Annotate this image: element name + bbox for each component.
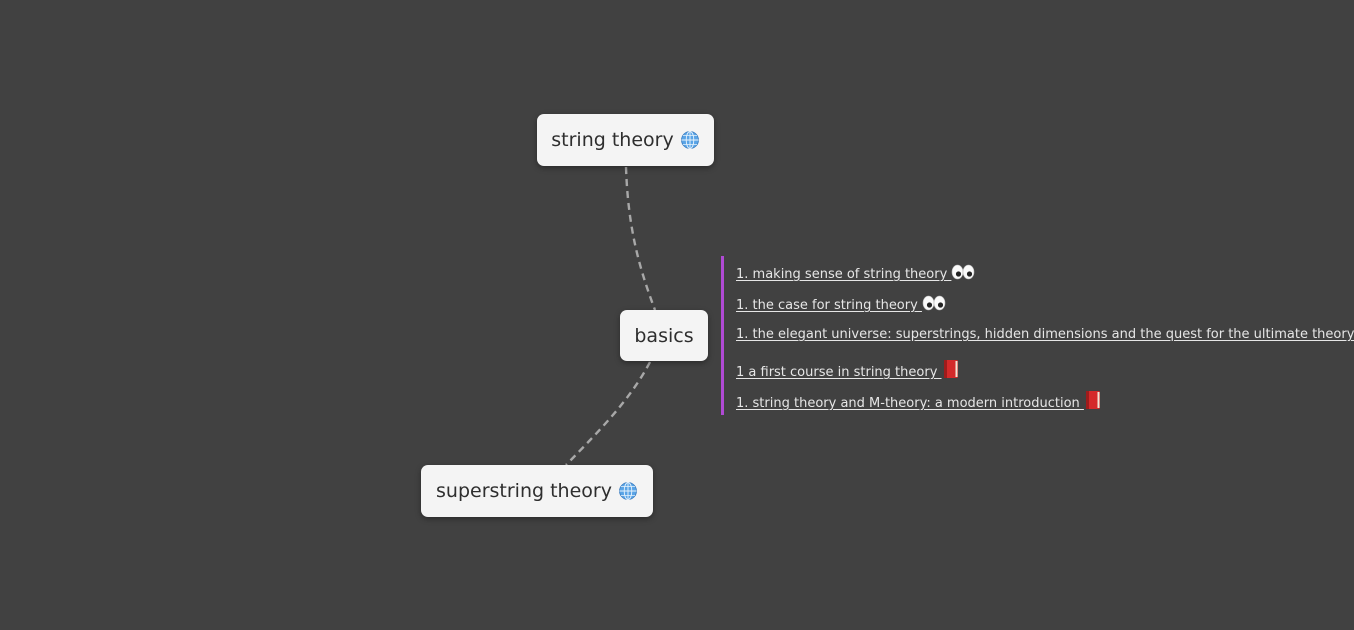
edge-string-to-basics bbox=[624, 166, 657, 311]
globe-icon bbox=[680, 131, 699, 149]
globe-icon bbox=[619, 482, 637, 500]
book-icon bbox=[1085, 391, 1100, 409]
note-text: 1. making sense of string theory bbox=[736, 267, 952, 282]
topic-label: superstring theory bbox=[436, 480, 612, 502]
topic-label: string theory bbox=[551, 129, 674, 151]
note-link[interactable]: 1. the case for string theory bbox=[736, 295, 946, 313]
note-text: 1 a first course in string theory bbox=[736, 365, 942, 380]
note-link[interactable]: 1. string theory and M-theory: a modern … bbox=[736, 390, 1102, 411]
note-link[interactable]: 1. making sense of string theory bbox=[736, 264, 975, 282]
note-text: 1. the case for string theory bbox=[736, 298, 922, 313]
note-link[interactable]: 1. the elegant universe: superstrings, h… bbox=[736, 327, 1354, 342]
note-text: 1. string theory and M-theory: a modern … bbox=[736, 396, 1084, 411]
book-icon bbox=[943, 360, 958, 378]
note-link[interactable]: 1 a first course in string theory bbox=[736, 359, 960, 380]
eyes-icon bbox=[922, 295, 946, 311]
topic-node-superstring-theory[interactable]: superstring theory bbox=[421, 465, 653, 517]
edge-basics-to-superstring bbox=[565, 361, 652, 466]
notes-panel: 1. making sense of string theory 1. the … bbox=[721, 256, 1354, 415]
note-text: 1. the elegant universe: superstrings, h… bbox=[736, 327, 1354, 342]
edges-layer bbox=[565, 166, 657, 466]
topic-node-basics[interactable]: basics bbox=[620, 310, 708, 361]
eyes-icon bbox=[952, 264, 975, 280]
topic-label: basics bbox=[634, 324, 694, 347]
mind-map-canvas: string theory basics superstring theory … bbox=[421, 114, 1354, 517]
topic-node-string-theory[interactable]: string theory bbox=[537, 114, 714, 166]
